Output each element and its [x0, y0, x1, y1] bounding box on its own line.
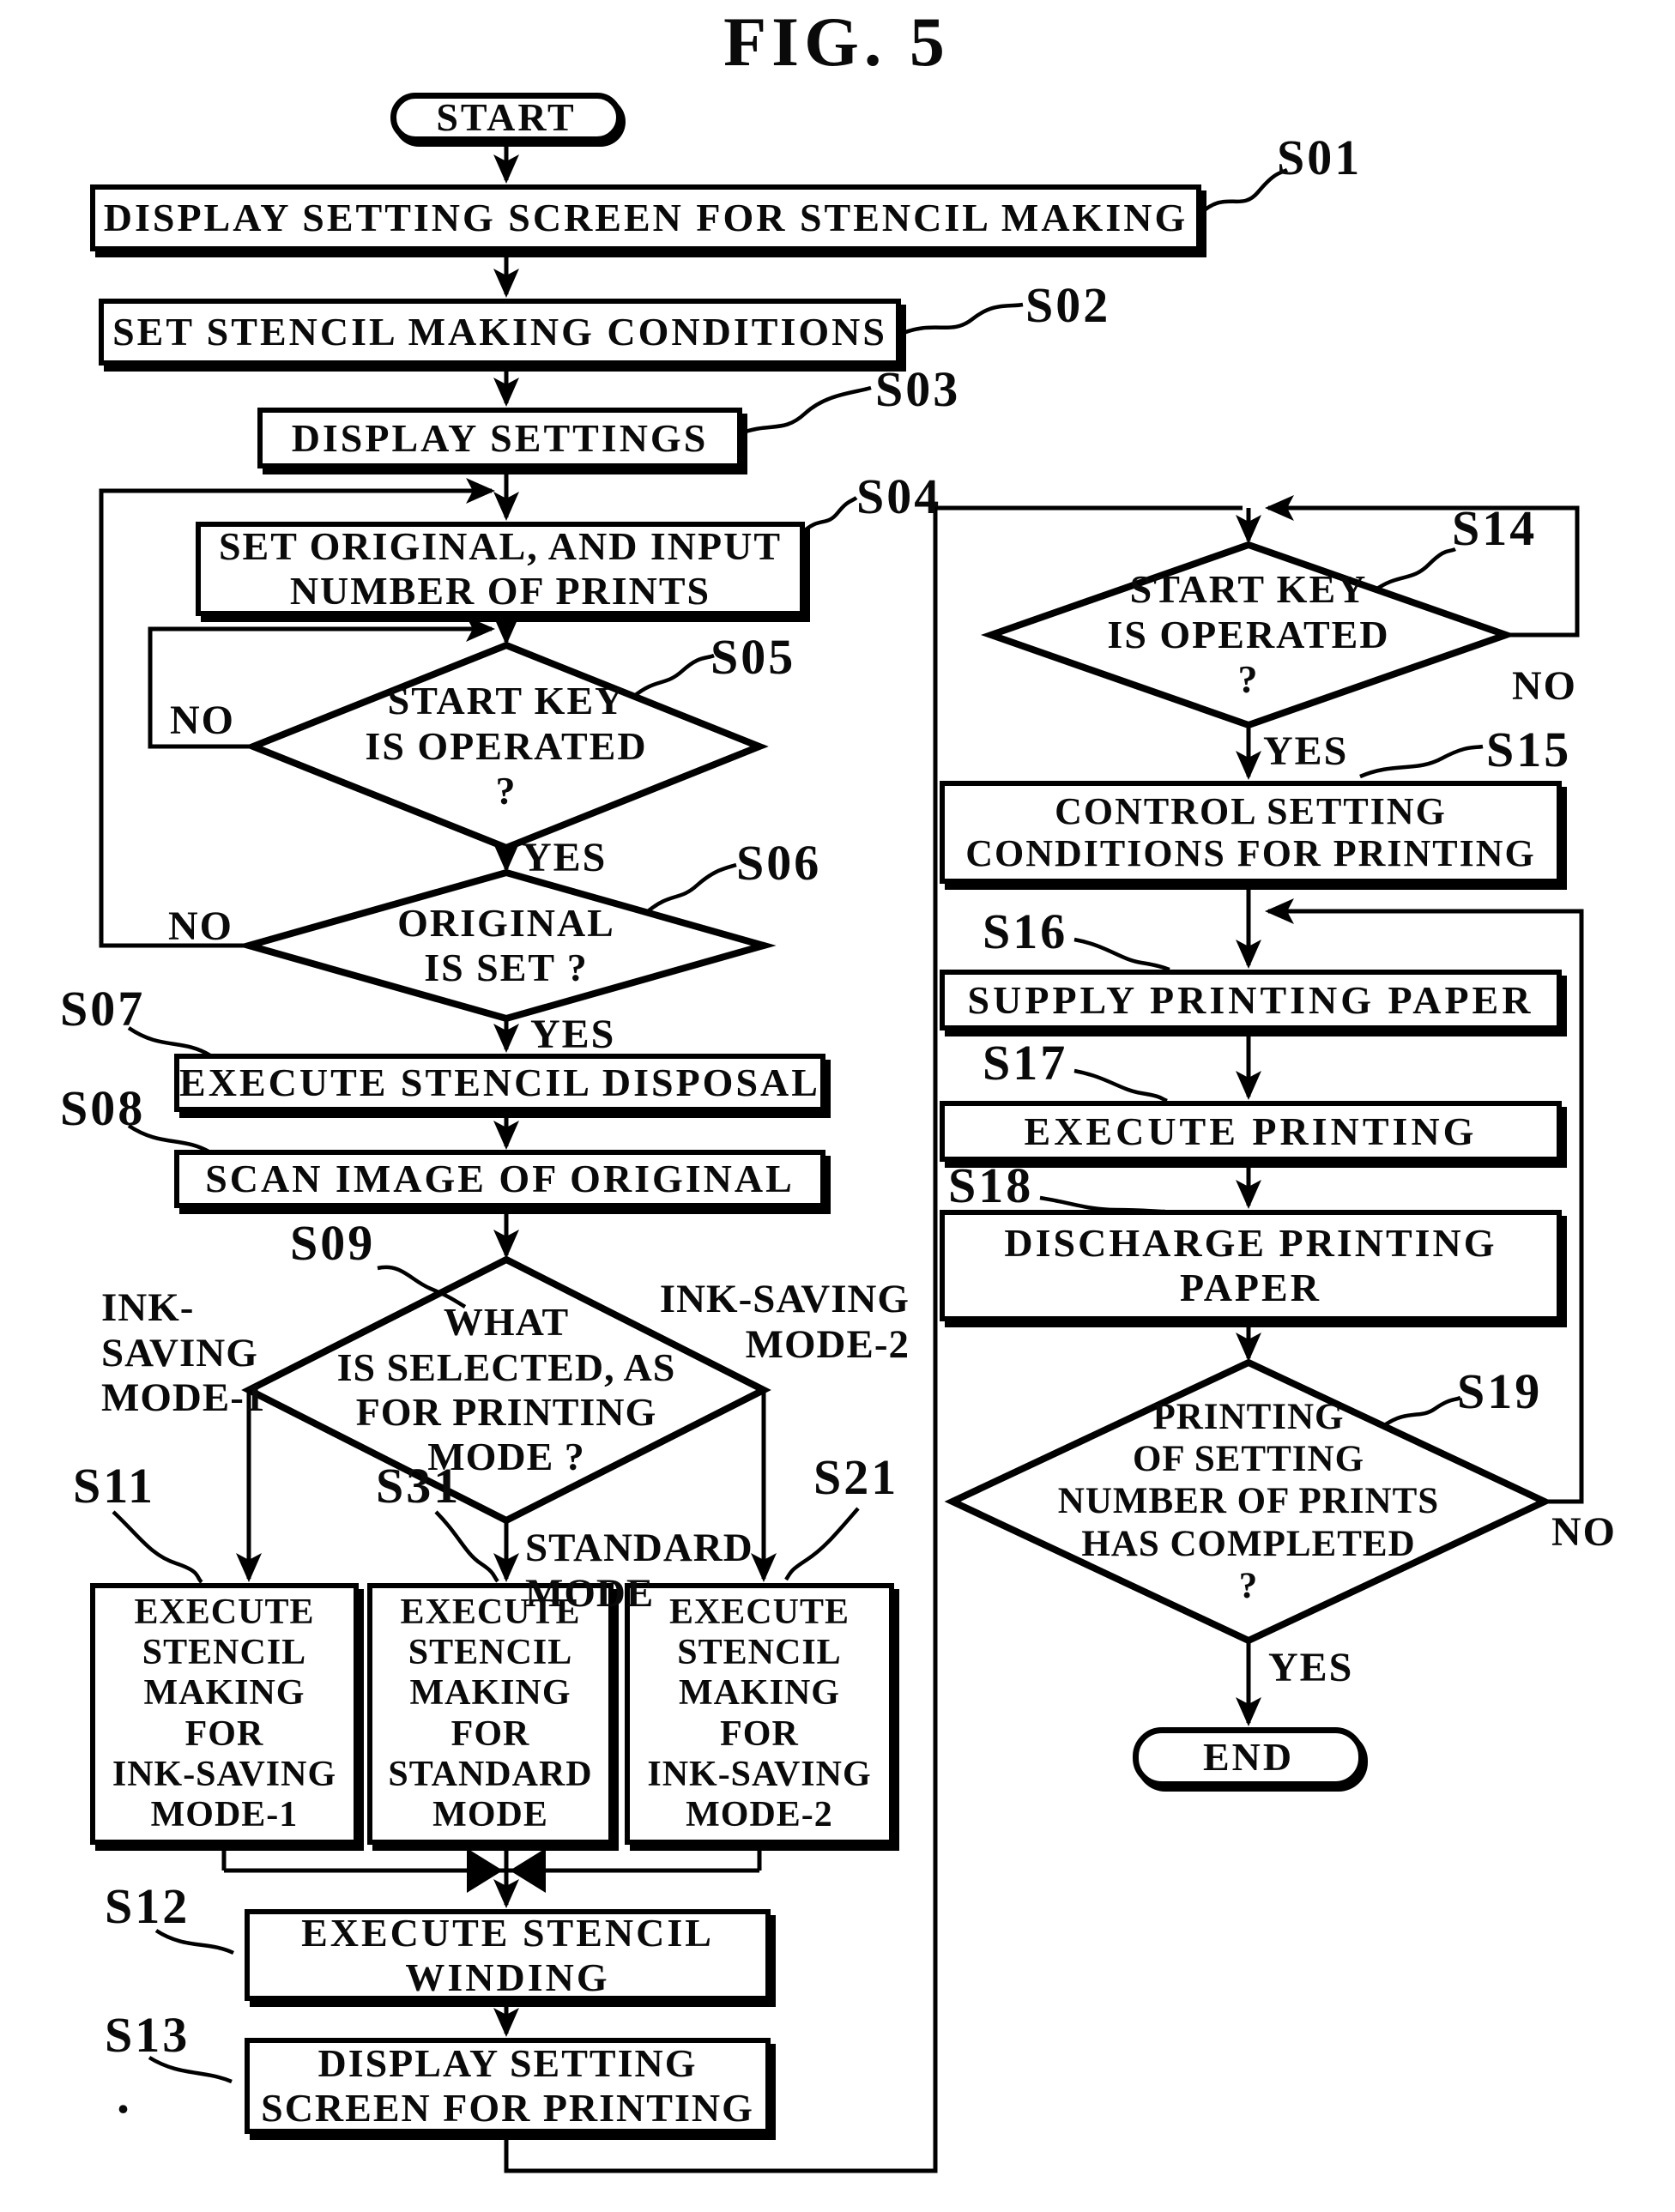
s06-step-label: S06: [736, 835, 822, 891]
s17-step-label: S17: [983, 1035, 1068, 1091]
stray-dot: .: [117, 2067, 130, 2124]
s06-diamond: [236, 868, 777, 1023]
s19-diamond-text: PRINTING OF SETTING NUMBER OF PRINTS HAS…: [1057, 1397, 1440, 1606]
s19-diamond: [944, 1358, 1553, 1645]
s21-step-label: S21: [813, 1449, 899, 1505]
s05-step-label: S05: [711, 629, 796, 685]
s21-box: EXECUTE STENCIL MAKING FOR INK-SAVING MO…: [625, 1583, 894, 1845]
s13-box: DISPLAY SETTING SCREEN FOR PRINTING: [245, 2038, 771, 2134]
s18-box: DISCHARGE PRINTING PAPER: [940, 1210, 1562, 1321]
s11-box: EXECUTE STENCIL MAKING FOR INK-SAVING MO…: [90, 1583, 359, 1845]
s31-box: EXECUTE STENCIL MAKING FOR STANDARD MODE: [367, 1583, 614, 1845]
s09-branch-ink-saving-mode-1: INK-SAVING MODE-1: [101, 1285, 266, 1421]
s31-step-label: S31: [376, 1458, 462, 1514]
s05-no-label: NO: [170, 698, 235, 743]
s09-step-label: S09: [290, 1215, 376, 1271]
s19-yes-label: YES: [1268, 1645, 1354, 1690]
end-terminal: END: [1133, 1727, 1364, 1787]
s05-yes-label: YES: [522, 835, 608, 880]
s04-step-label: S04: [856, 468, 942, 524]
decision-diamonds: [236, 541, 1553, 1645]
s01-box: DISPLAY SETTING SCREEN FOR STENCIL MAKIN…: [90, 184, 1201, 251]
s07-step-label: S07: [60, 981, 146, 1036]
s02-box: SET STENCIL MAKING CONDITIONS: [99, 299, 901, 366]
s14-no-loop: [1265, 495, 1580, 638]
merge-arrowheads: [467, 1848, 546, 1893]
s09-diamond-text: WHAT IS SELECTED, AS FOR PRINTING MODE ?: [336, 1300, 676, 1479]
s14-diamond-text: START KEY IS OPERATED ?: [1107, 567, 1390, 702]
loop-back-lines: [99, 478, 1584, 1504]
s03-box: DISPLAY SETTINGS: [257, 408, 742, 468]
step-leader-lines: [112, 167, 1484, 2084]
s16-step-label: S16: [983, 904, 1068, 959]
s15-box: CONTROL SETTING CONDITIONS FOR PRINTING: [940, 781, 1562, 884]
s14-step-label: S14: [1452, 500, 1538, 556]
s19-step-label: S19: [1457, 1363, 1543, 1419]
s11-step-label: S11: [73, 1458, 156, 1514]
s14-no-label: NO: [1512, 663, 1577, 709]
s14-yes-label: YES: [1263, 728, 1349, 774]
s19-no-loop: [1265, 898, 1584, 1504]
s01-step-label: S01: [1277, 130, 1363, 185]
s07-box: EXECUTE STENCIL DISPOSAL: [174, 1054, 825, 1112]
s16-box: SUPPLY PRINTING PAPER: [940, 970, 1562, 1030]
s12-step-label: S12: [105, 1878, 190, 1934]
s05-diamond-text: START KEY IS OPERATED ?: [365, 679, 648, 813]
s05-no-loop: [148, 616, 495, 749]
s13-step-label: S13: [105, 2007, 190, 2063]
s09-diamond: [241, 1255, 771, 1525]
figure-title: FIG. 5: [723, 3, 950, 81]
s09-branch-ink-saving-mode-2: INK-SAVING MODE-2: [659, 1277, 910, 1367]
s06-yes-label: YES: [530, 1012, 616, 1057]
s15-step-label: S15: [1486, 722, 1572, 777]
s18-step-label: S18: [948, 1157, 1034, 1213]
s12-box: EXECUTE STENCIL WINDING: [245, 1909, 771, 2001]
s09-branch-standard-mode: STANDARD MODE: [525, 1526, 753, 1616]
s19-no-label: NO: [1551, 1509, 1617, 1555]
s02-step-label: S02: [1025, 277, 1111, 333]
start-terminal: START: [390, 93, 622, 142]
s06-no-label: NO: [168, 904, 233, 949]
s04-box: SET ORIGINAL, AND INPUT NUMBER OF PRINTS: [196, 522, 805, 616]
s06-no-loop: [99, 478, 495, 948]
s08-box: SCAN IMAGE OF ORIGINAL: [174, 1150, 825, 1208]
s08-step-label: S08: [60, 1080, 146, 1136]
s06-diamond-text: ORIGINAL IS SET ?: [397, 900, 615, 989]
s03-step-label: S03: [875, 361, 961, 417]
s17-box: EXECUTE PRINTING: [940, 1101, 1562, 1162]
